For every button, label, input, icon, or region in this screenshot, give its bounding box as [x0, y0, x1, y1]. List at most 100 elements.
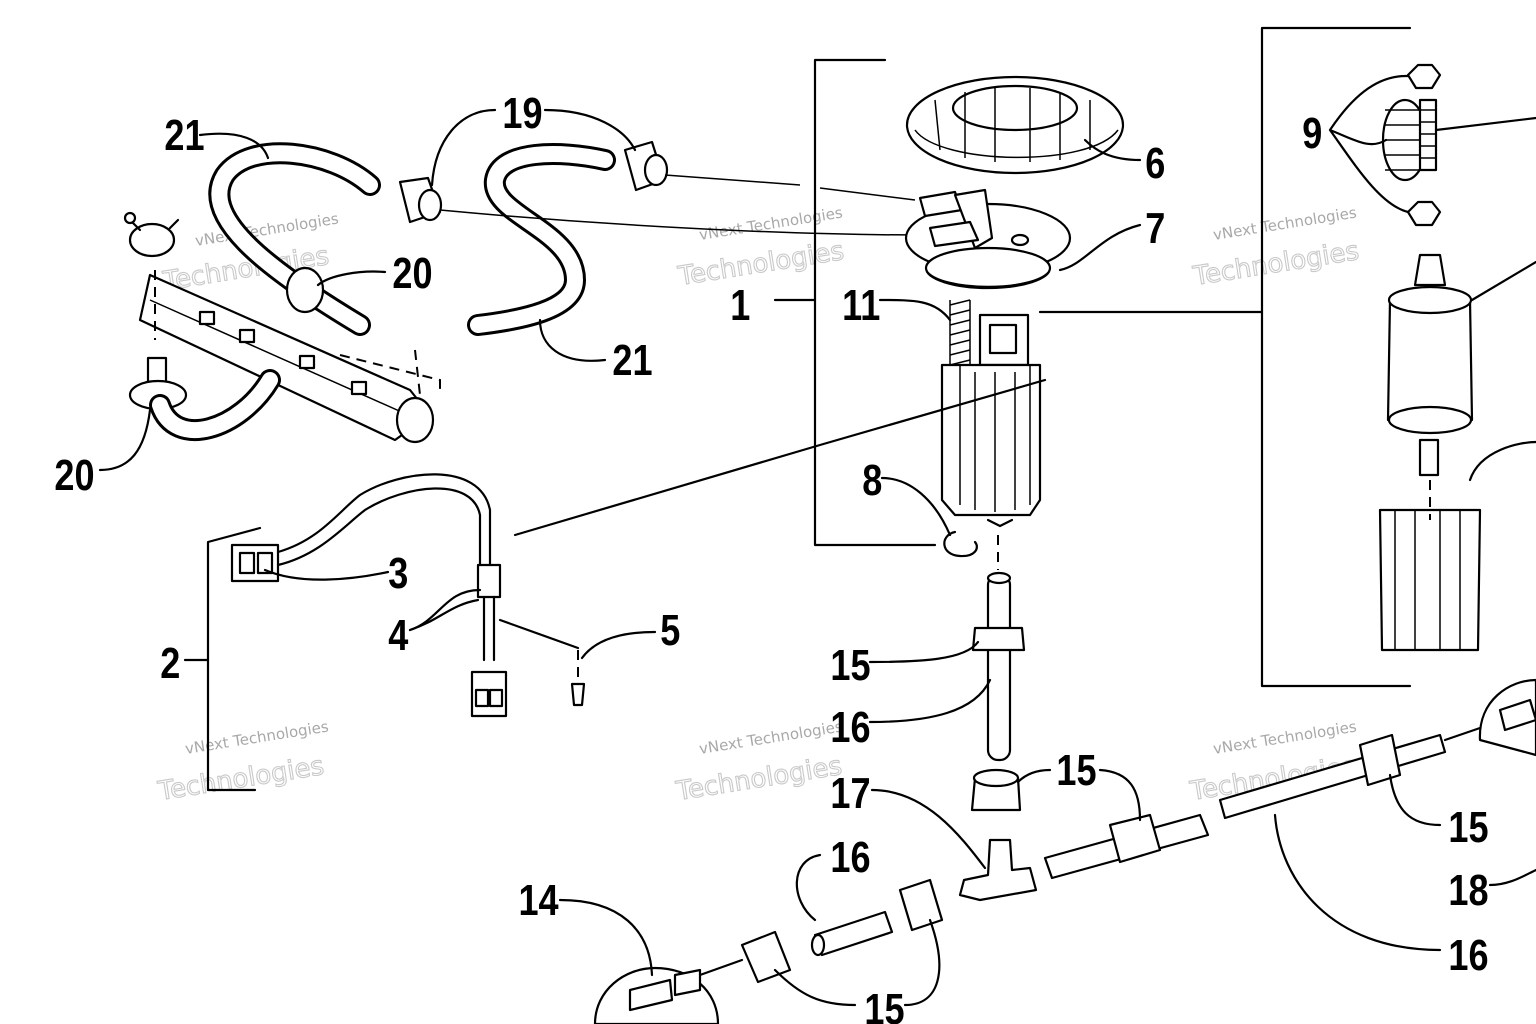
- leader-5: [580, 630, 657, 660]
- leader-15d: [1388, 773, 1442, 827]
- callout-7: 7: [1145, 204, 1165, 253]
- leader-3: [263, 568, 390, 581]
- callout-11: 11: [842, 281, 880, 330]
- leader-20a: [316, 270, 387, 287]
- lock-ring-ribs: [934, 88, 1091, 162]
- leader-line: [1468, 440, 1536, 482]
- fuel-hoses: [208, 142, 616, 336]
- callout-3: 3: [388, 549, 408, 598]
- callout-1: 1: [730, 281, 750, 330]
- inline-fuse: [476, 563, 502, 599]
- leader-4: [408, 588, 482, 632]
- leader-7: [1058, 223, 1142, 272]
- callout-15c: 15: [864, 985, 904, 1024]
- lower-fuel-line: [593, 571, 1536, 1024]
- fuel-rail-edge: [149, 299, 416, 419]
- leader-6: [1083, 138, 1142, 162]
- callout-6: 6: [1145, 139, 1165, 188]
- watermark-outline: Technologies: [1190, 236, 1361, 292]
- clamp-15-vertical: [971, 626, 1026, 652]
- callout-17: 17: [830, 769, 870, 818]
- leader-15b: [1016, 768, 1052, 784]
- watermark-text: vNext Technologies: [1212, 203, 1358, 243]
- leader-18: [1488, 868, 1536, 887]
- fuel-rail-boss: [350, 380, 368, 396]
- callout-19: 19: [502, 89, 542, 138]
- fuel-rail-body: [138, 273, 432, 442]
- pump-reservoir: [940, 363, 1042, 517]
- callout-15d: 15: [1448, 803, 1488, 852]
- bracket-right: [1260, 26, 1412, 688]
- fuel-rail-boss: [298, 354, 316, 370]
- leader-16c: [1273, 813, 1442, 952]
- leader-16b: [795, 853, 822, 922]
- callout-14: 14: [518, 876, 559, 925]
- pump-outlet: [1413, 253, 1447, 287]
- clamp-15-far: [1358, 733, 1402, 787]
- dashed-guide: [414, 349, 421, 396]
- fuel-rail-boss: [238, 328, 256, 344]
- callout-2: 2: [160, 639, 180, 688]
- leader-8: [880, 476, 952, 537]
- callout-4: 4: [388, 611, 409, 660]
- leader-20b: [98, 408, 152, 472]
- watermark-text: vNext Technologies: [698, 203, 844, 243]
- leader-19a: [430, 108, 497, 187]
- callout-15a: 15: [830, 641, 870, 690]
- fuel-tube-vertical: [986, 573, 1012, 762]
- clamp-15-tube: [898, 878, 944, 932]
- pump-spring: [949, 299, 971, 366]
- watermark-text: vNext Technologies: [698, 717, 844, 757]
- fuel-rail-end-cap: [395, 396, 435, 444]
- leader-15c: [773, 918, 941, 1007]
- wiring-harness: [183, 473, 586, 792]
- straight-tube: [1418, 98, 1438, 172]
- outlet-nipple: [628, 978, 674, 1012]
- regulator-nipple: [123, 211, 137, 225]
- watermark-bottom-left: vNext Technologies Technologies: [155, 717, 330, 807]
- callout-21a: 21: [164, 111, 204, 160]
- return-fitting: [928, 220, 980, 248]
- leader-15b-2: [1098, 768, 1142, 822]
- retainer-clip: [986, 518, 1014, 528]
- hose-clamp-upper: [285, 266, 325, 314]
- leader-19b: [543, 108, 637, 152]
- watermark-bottom-center: vNext Technologies Technologies: [673, 717, 845, 807]
- hex-nut-bottom: [1406, 200, 1442, 227]
- harness-wire: [276, 473, 492, 572]
- leader-16a: [868, 678, 992, 724]
- callout-16c: 16: [1448, 931, 1488, 980]
- leader-21b: [538, 318, 607, 362]
- leader-line: [664, 174, 916, 201]
- leader-21a: [198, 132, 270, 160]
- leader-line: [1470, 260, 1536, 302]
- leader-line: [513, 378, 1047, 537]
- t-fitting: [958, 838, 1038, 902]
- leader-15a: [868, 640, 980, 664]
- callout-21b: 21: [612, 336, 652, 385]
- hex-nut-top: [1406, 63, 1442, 90]
- electric-fuel-pump: [1386, 298, 1474, 422]
- callout-18: 18: [1448, 866, 1488, 915]
- callout-8: 8: [862, 456, 882, 505]
- reservoir-ribs: [959, 365, 1031, 512]
- bracket-2: [206, 526, 262, 792]
- pump-components-right: [1260, 26, 1536, 688]
- screw: [570, 682, 586, 707]
- watermark-top-center: vNext Technologies Technologies: [675, 203, 847, 292]
- fuel-pump-module: [904, 75, 1125, 570]
- hose-clamps-19: [398, 140, 926, 236]
- dashed-guide: [339, 354, 441, 395]
- fuel-rail-assembly: [123, 211, 441, 444]
- callout-16b: 16: [830, 833, 870, 882]
- watermark-outline: Technologies: [155, 751, 326, 807]
- watermark-text: vNext Technologies: [1212, 717, 1358, 757]
- callout-16a: 16: [830, 703, 870, 752]
- fuel-rail-boss: [198, 310, 216, 326]
- bracket-1: [813, 58, 937, 547]
- callout-20b: 20: [54, 451, 94, 500]
- callout-labels: 21 19 20 21 20 1 11 6 7 9 8 3 4 2 5 15 1…: [54, 89, 1488, 1024]
- leader-line: [439, 209, 926, 236]
- leader-17: [870, 788, 987, 870]
